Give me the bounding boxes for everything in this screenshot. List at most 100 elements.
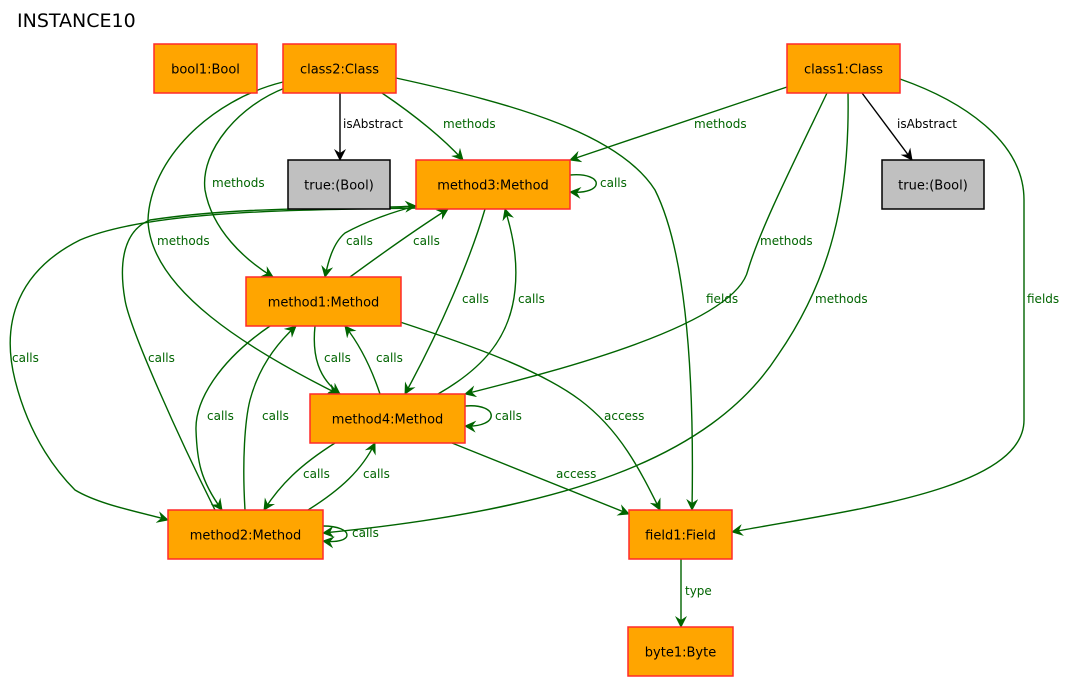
edge-label: calls bbox=[207, 409, 234, 423]
node-bool1[interactable]: bool1:Bool bbox=[153, 43, 258, 94]
edge-label: access bbox=[604, 409, 644, 423]
edge-label: calls bbox=[346, 234, 373, 248]
edge-label: calls bbox=[363, 467, 390, 481]
edge-calls-method4-to-method1: calls bbox=[344, 325, 403, 395]
edge-label: calls bbox=[148, 351, 175, 365]
edge-label: methods bbox=[157, 234, 210, 248]
node-class1[interactable]: class1:Class bbox=[786, 43, 901, 94]
edge-methods-class2-to-method3: methods bbox=[381, 92, 496, 161]
node-label: class1:Class bbox=[804, 63, 883, 78]
edge-methods-class1-to-method3: methods bbox=[569, 86, 788, 163]
node-box[interactable] bbox=[786, 43, 901, 94]
node-label: method3:Method bbox=[437, 179, 549, 194]
edge-line bbox=[451, 442, 630, 516]
node-label: byte1:Byte bbox=[645, 646, 716, 661]
edge-line bbox=[404, 208, 486, 395]
edge-line bbox=[395, 77, 699, 511]
edge-calls-method4-to-method2: calls bbox=[263, 442, 336, 511]
edge-label: calls bbox=[462, 292, 489, 306]
edge-calls-method2-to-method4: calls bbox=[307, 442, 390, 511]
edge-calls-method3-to-method3: calls bbox=[569, 174, 627, 199]
edge-label: calls bbox=[12, 351, 39, 365]
node-true2[interactable]: true:(Bool) bbox=[287, 159, 391, 210]
edge-label: calls bbox=[495, 409, 522, 423]
edge-label: calls bbox=[324, 351, 351, 365]
edge-calls-method2-to-method1: calls bbox=[243, 325, 297, 511]
edge-label: calls bbox=[262, 409, 289, 423]
node-box[interactable] bbox=[415, 159, 571, 210]
node-label: method1:Method bbox=[268, 296, 380, 311]
node-method3[interactable]: method3:Method bbox=[415, 159, 571, 210]
node-box[interactable] bbox=[881, 159, 985, 210]
edge-fields-class2-to-field1: fields bbox=[395, 77, 738, 511]
edge-isabstract-class1-to-true1: isAbstract bbox=[861, 92, 957, 161]
node-true1[interactable]: true:(Bool) bbox=[881, 159, 985, 210]
edge-line bbox=[349, 208, 449, 278]
edge-line bbox=[313, 325, 341, 395]
edge-line bbox=[861, 92, 913, 161]
node-class2[interactable]: class2:Class bbox=[282, 43, 397, 94]
edge-label: fields bbox=[706, 292, 738, 306]
edge-label: calls bbox=[413, 234, 440, 248]
node-method4[interactable]: method4:Method bbox=[309, 393, 466, 444]
edge-label: methods bbox=[815, 292, 868, 306]
edge-line bbox=[203, 87, 286, 278]
edge-line bbox=[569, 174, 597, 199]
diagram-title: INSTANCE10 bbox=[17, 10, 136, 32]
node-label: field1:Field bbox=[645, 529, 716, 544]
node-field1[interactable]: field1:Field bbox=[628, 509, 733, 560]
edge-line bbox=[464, 405, 492, 433]
edge-access-method1-to-field1: access bbox=[399, 321, 661, 511]
edge-methods-class2-to-method1: methods bbox=[203, 87, 286, 278]
edge-access-method4-to-field1: access bbox=[451, 442, 630, 516]
edge-label: isAbstract bbox=[897, 117, 957, 131]
edge-label: calls bbox=[303, 467, 330, 481]
edge-line bbox=[322, 92, 849, 538]
edge-calls-method4-to-method3: calls bbox=[437, 208, 545, 395]
node-box[interactable] bbox=[309, 393, 466, 444]
node-label: class2:Class bbox=[300, 63, 379, 78]
node-box[interactable] bbox=[287, 159, 391, 210]
edge-isabstract-class2-to-true2: isAbstract bbox=[334, 93, 403, 161]
edge-label: calls bbox=[600, 176, 627, 190]
edge-calls-method3-to-method4: calls bbox=[404, 208, 489, 395]
edge-line bbox=[9, 207, 417, 523]
edge-line bbox=[569, 86, 788, 163]
node-box[interactable] bbox=[153, 43, 258, 94]
edge-line bbox=[322, 525, 348, 549]
edge-methods-class1-to-method2: methods bbox=[322, 92, 868, 538]
edge-label: calls bbox=[352, 526, 379, 540]
node-method2[interactable]: method2:Method bbox=[167, 509, 324, 560]
edge-line bbox=[731, 78, 1025, 536]
edge-line bbox=[399, 321, 661, 511]
edge-line bbox=[344, 325, 381, 395]
edge-label: methods bbox=[443, 117, 496, 131]
node-label: method4:Method bbox=[332, 413, 444, 428]
node-byte1[interactable]: byte1:Byte bbox=[627, 626, 734, 677]
node-box[interactable] bbox=[628, 509, 733, 560]
edge-label: methods bbox=[212, 176, 265, 190]
edge-calls-method1-to-method4: calls bbox=[313, 325, 351, 395]
edge-calls-method4-to-method4: calls bbox=[464, 405, 522, 433]
edge-label: fields bbox=[1027, 292, 1059, 306]
edge-label: methods bbox=[760, 234, 813, 248]
edge-calls-method2-to-method2: calls bbox=[322, 525, 379, 549]
node-method1[interactable]: method1:Method bbox=[245, 276, 402, 327]
edge-line bbox=[195, 325, 271, 511]
edge-line bbox=[464, 92, 828, 398]
edge-line bbox=[381, 92, 464, 161]
edge-label: access bbox=[556, 467, 596, 481]
edge-methods-class1-to-method4: methods bbox=[464, 92, 828, 398]
edge-calls-method3-to-method1: calls bbox=[321, 205, 417, 278]
edge-calls-method1-to-method3: calls bbox=[349, 208, 449, 278]
node-label: method2:Method bbox=[190, 529, 302, 544]
node-box[interactable] bbox=[245, 276, 402, 327]
edge-line bbox=[321, 205, 417, 278]
node-box[interactable] bbox=[167, 509, 324, 560]
edge-calls-method1-to-method2: calls bbox=[195, 325, 271, 511]
node-box[interactable] bbox=[282, 43, 397, 94]
node-label: bool1:Bool bbox=[171, 63, 240, 78]
edge-line bbox=[243, 325, 297, 511]
node-box[interactable] bbox=[627, 626, 734, 677]
